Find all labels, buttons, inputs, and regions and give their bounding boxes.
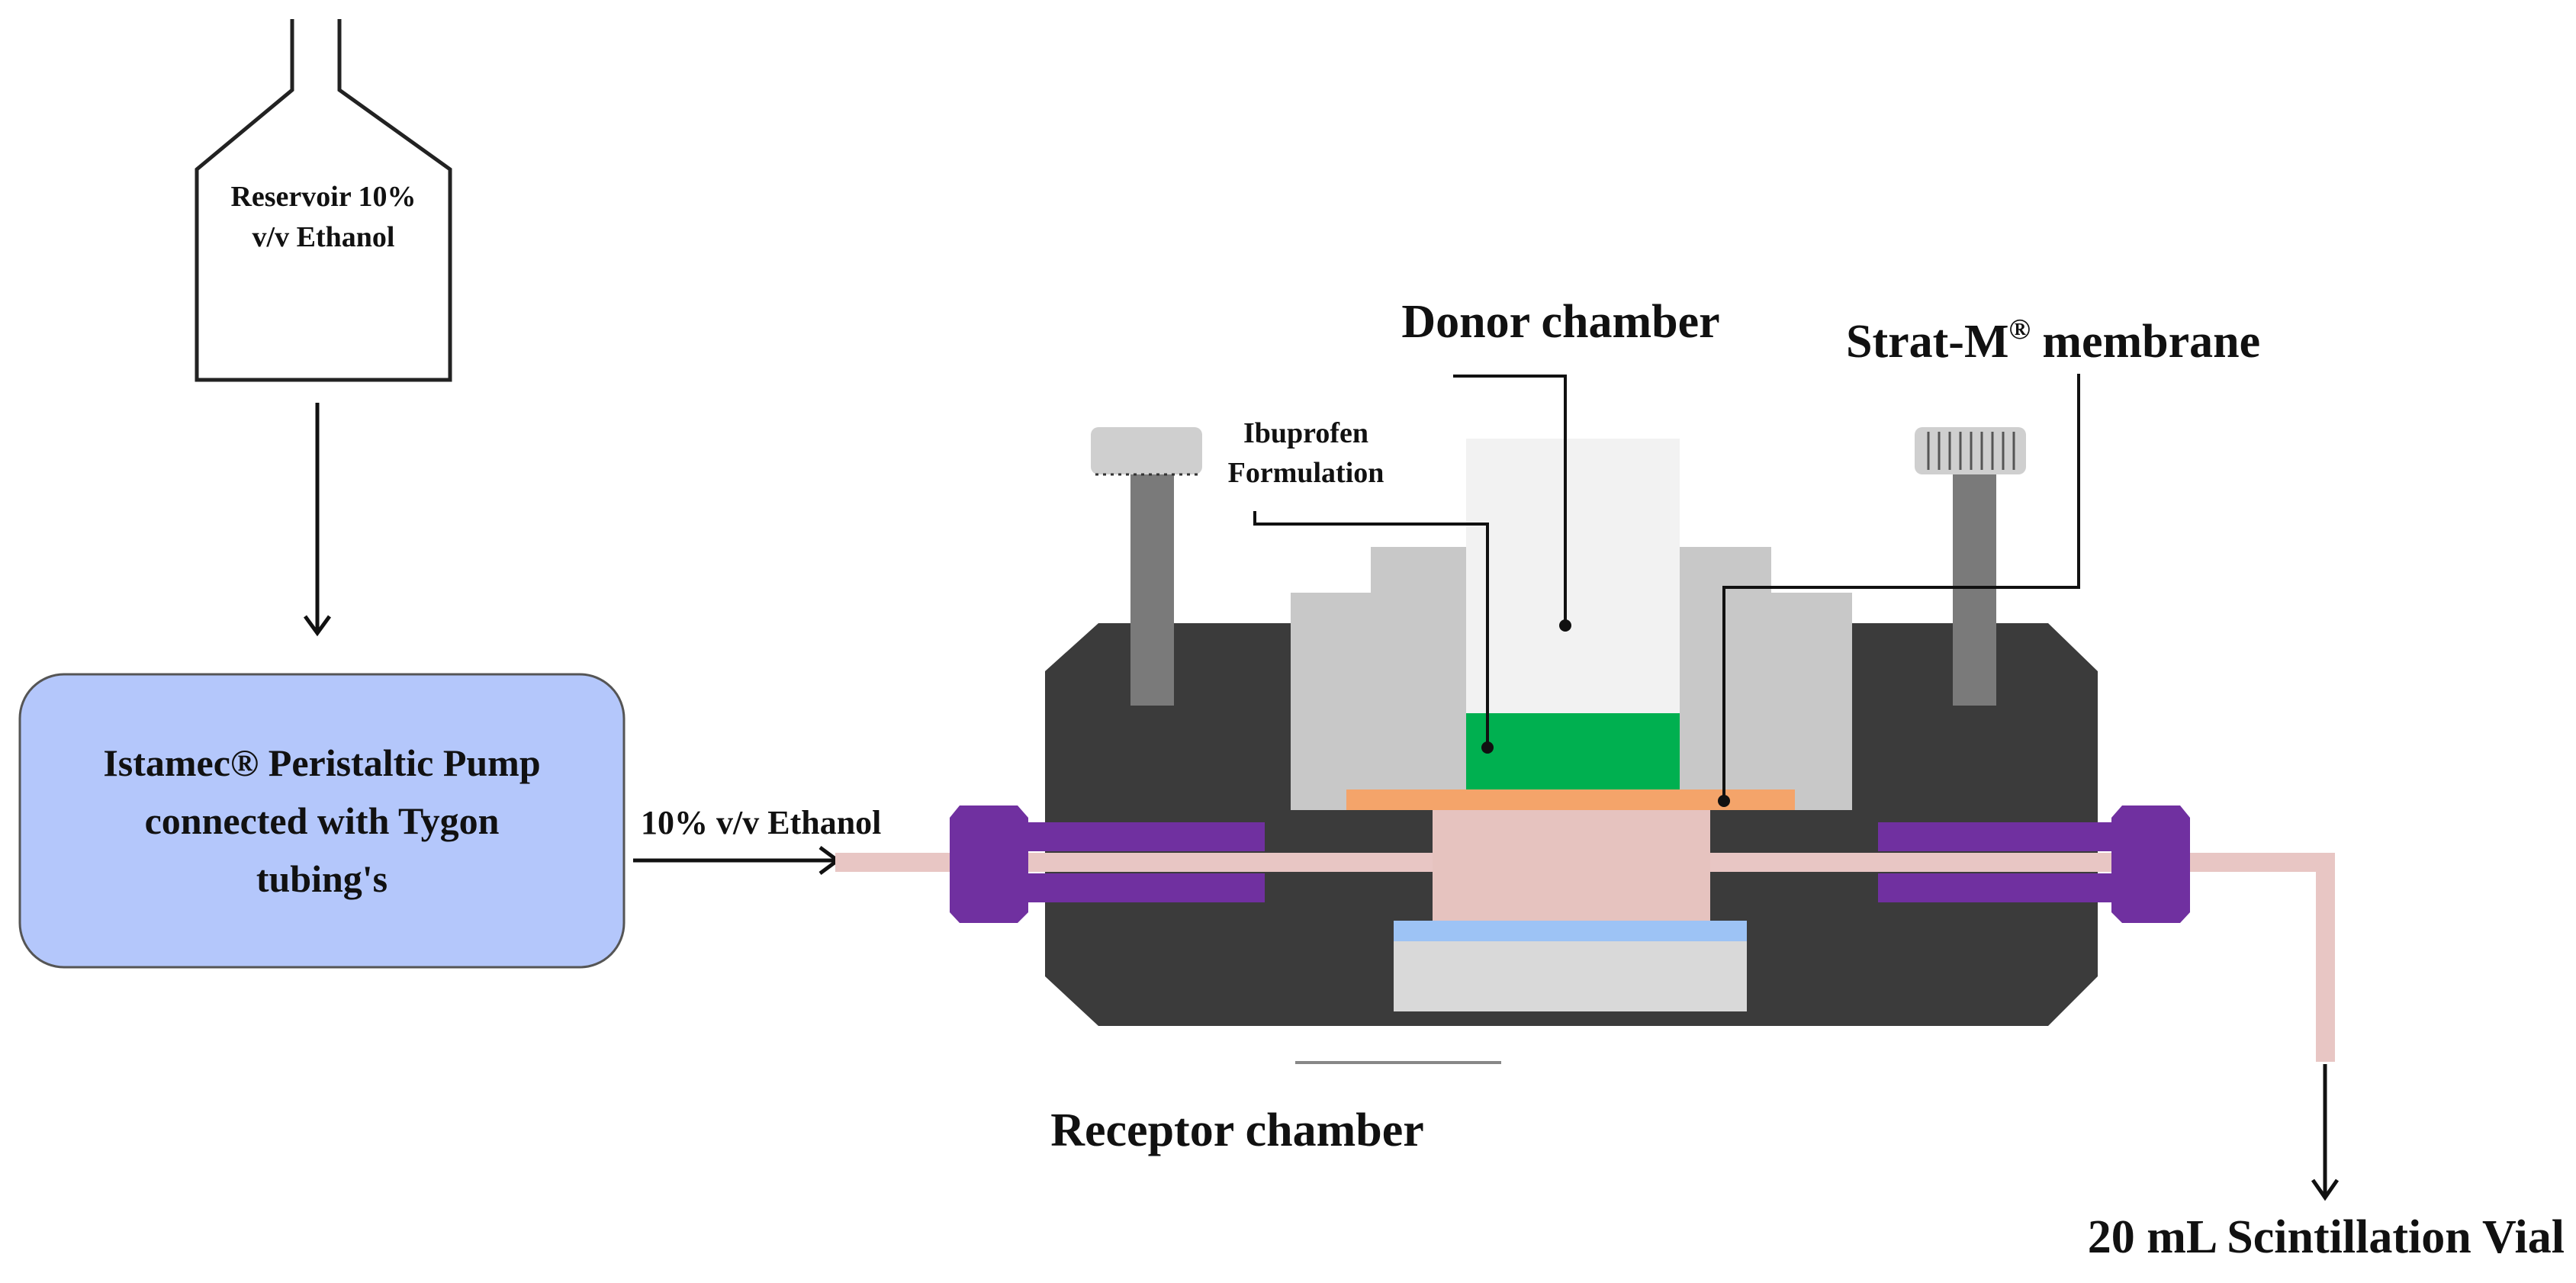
- reservoir-bottle: Reservoir 10% v/v Ethanol: [195, 19, 452, 382]
- reservoir-label-line2: v/v Ethanol: [252, 221, 395, 253]
- donor-side-block-left: [1291, 547, 1466, 810]
- left-tube-fitting: [950, 805, 1265, 923]
- scintillation-vial-label: 20 mL Scintillation Vial: [2088, 1211, 2565, 1263]
- pump-label-line1: Istamec® Peristaltic Pump: [103, 741, 541, 784]
- reservoir-label-line1: Reservoir 10%: [230, 181, 416, 213]
- receptor-fluid: [1433, 810, 1710, 921]
- membrane-label-suffix: membrane: [2031, 316, 2260, 368]
- diffusion-cell: [835, 427, 2335, 1062]
- inlet-tube: [835, 853, 1433, 872]
- ibuprofen-formulation: [1466, 713, 1680, 789]
- pump-label-line2: connected with Tygon: [144, 799, 500, 842]
- pump-label: Istamec® Peristaltic Pump connected with…: [20, 674, 624, 967]
- formulation-label-line2: Formulation: [1228, 457, 1384, 489]
- left-clamp-screw: [1091, 427, 1202, 706]
- receptor-base: [1394, 941, 1747, 1011]
- receptor-chamber-label: Receptor chamber: [1050, 1105, 1424, 1156]
- membrane-label-mark: ®: [2008, 314, 2030, 346]
- right-clamp-screw: [1915, 427, 2026, 706]
- pump-box: [18, 673, 626, 969]
- stir-bar: [1394, 921, 1747, 941]
- pump-label-line3: tubing's: [256, 857, 388, 900]
- arrow-reservoir-to-pump: [303, 403, 332, 637]
- formulation-label-line1: Ibuprofen: [1243, 417, 1368, 449]
- membrane-label-name: Strat-M: [1846, 316, 2008, 368]
- arrow-outlet-to-vial: [2311, 1064, 2340, 1201]
- reservoir-outline: [195, 19, 452, 382]
- membrane-leader: [1718, 374, 2080, 807]
- right-tube-fitting: [1878, 805, 2190, 923]
- membrane-label: Strat-M® membrane: [1846, 314, 2260, 368]
- donor-chamber-label: Donor chamber: [1401, 296, 1719, 348]
- formulation-leader: [1253, 511, 1494, 754]
- donor-chamber-leader: [1453, 375, 1571, 632]
- arrow-pump-to-cell: [633, 845, 841, 876]
- flow-label: 10% v/v Ethanol: [641, 804, 881, 841]
